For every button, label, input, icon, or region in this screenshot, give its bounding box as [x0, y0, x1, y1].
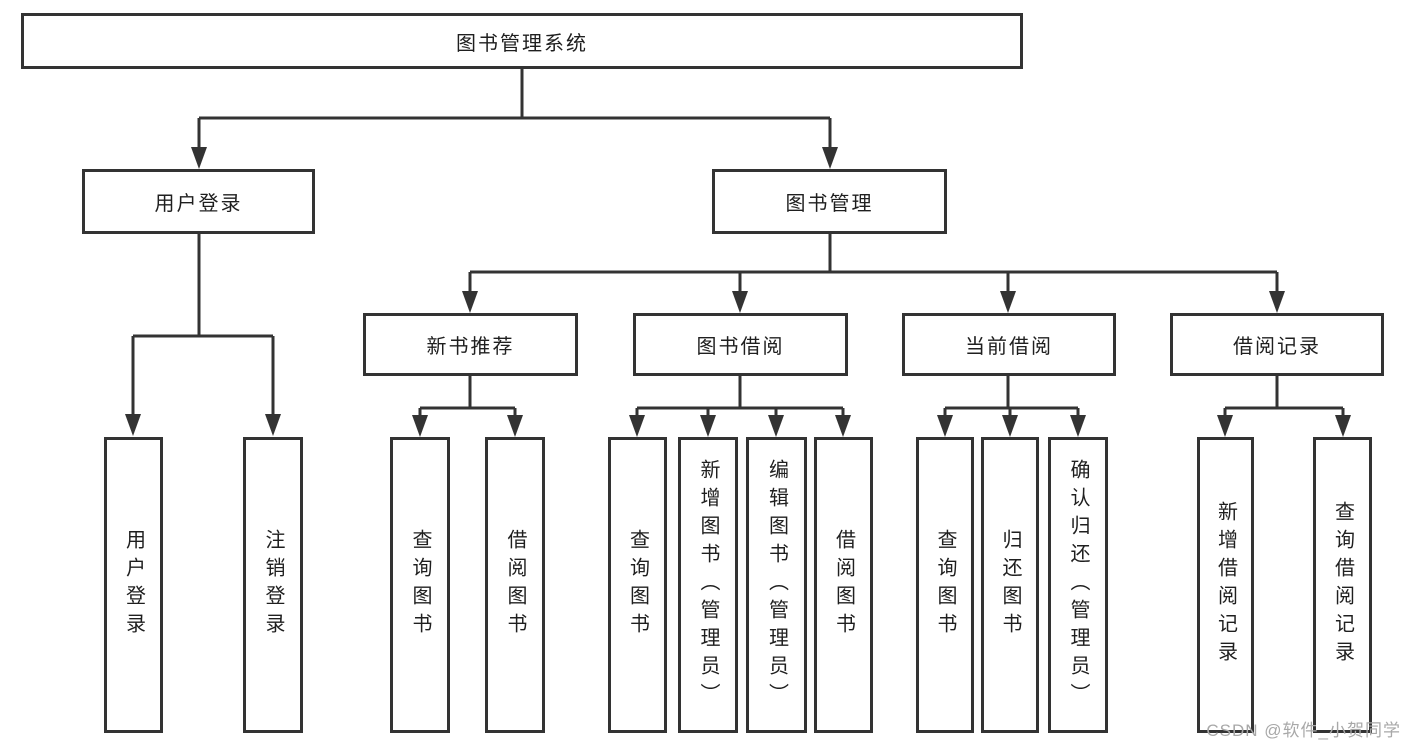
leaf-borrowing-edit-books-admin-label: 编辑图书（管理员）	[765, 459, 788, 711]
leaf-current-return-books-label: 归还图书	[999, 529, 1021, 641]
leaf-records-add-record-label: 新增借阅记录	[1214, 501, 1237, 669]
node-current-borrowing: 当前借阅	[902, 313, 1116, 376]
leaf-user-login-label: 用户登录	[122, 529, 145, 641]
node-root: 图书管理系统	[21, 13, 1023, 69]
leaf-records-add-record: 新增借阅记录	[1197, 437, 1254, 733]
leaf-current-return-books: 归还图书	[981, 437, 1039, 733]
leaf-borrowing-query-books: 查询图书	[608, 437, 667, 733]
node-borrowing-records-label: 借阅记录	[1233, 336, 1321, 358]
node-new-book-recommend: 新书推荐	[363, 313, 578, 376]
leaf-current-confirm-return-admin-label: 确认归还（管理员）	[1067, 459, 1089, 711]
arrowheads	[125, 147, 1351, 437]
leaf-borrowing-query-books-label: 查询图书	[626, 529, 649, 641]
leaf-borrowing-edit-books-admin: 编辑图书（管理员）	[746, 437, 807, 733]
leaf-borrowing-add-books-admin-label: 新增图书（管理员）	[697, 459, 719, 711]
node-login-label: 用户登录	[154, 193, 243, 215]
leaf-records-query-record: 查询借阅记录	[1313, 437, 1372, 733]
leaf-logout: 注销登录	[243, 437, 303, 733]
node-current-borrowing-label: 当前借阅	[965, 336, 1053, 358]
watermark-text: CSDN @软件_小贺同学	[1206, 721, 1401, 740]
leaf-newbook-borrow-books-label: 借阅图书	[504, 529, 526, 641]
leaf-newbook-query-books-label: 查询图书	[409, 529, 431, 641]
node-borrowing-records: 借阅记录	[1170, 313, 1384, 376]
node-book-management-label: 图书管理	[785, 193, 874, 215]
leaf-current-query-books-label: 查询图书	[934, 529, 956, 641]
node-login: 用户登录	[82, 169, 315, 234]
connector-paths	[131, 69, 1345, 418]
leaf-borrowing-add-books-admin: 新增图书（管理员）	[678, 437, 738, 733]
leaf-newbook-query-books: 查询图书	[390, 437, 450, 733]
node-book-borrowing-label: 图书借阅	[696, 336, 785, 358]
leaf-current-confirm-return-admin: 确认归还（管理员）	[1048, 437, 1108, 733]
leaf-borrowing-borrow-books: 借阅图书	[814, 437, 873, 733]
node-book-management: 图书管理	[712, 169, 947, 234]
node-new-book-recommend-label: 新书推荐	[426, 336, 515, 358]
node-book-borrowing: 图书借阅	[633, 313, 848, 376]
leaf-records-query-record-label: 查询借阅记录	[1331, 501, 1354, 669]
leaf-newbook-borrow-books: 借阅图书	[485, 437, 545, 733]
leaf-user-login: 用户登录	[104, 437, 163, 733]
leaf-borrowing-borrow-books-label: 借阅图书	[832, 529, 855, 641]
leaf-current-query-books: 查询图书	[916, 437, 974, 733]
node-root-label: 图书管理系统	[456, 32, 588, 55]
leaf-logout-label: 注销登录	[262, 529, 284, 641]
